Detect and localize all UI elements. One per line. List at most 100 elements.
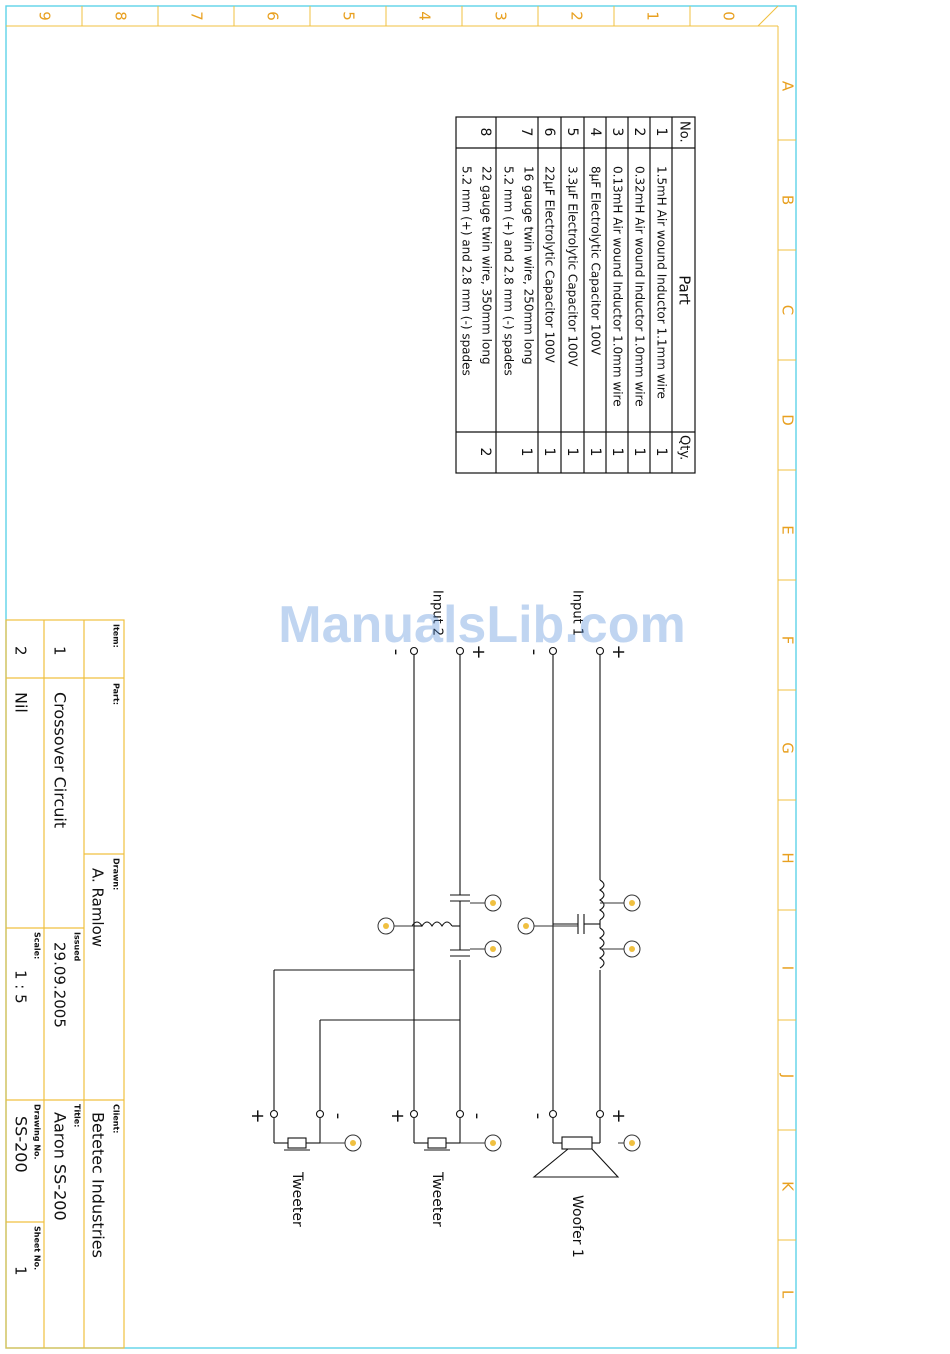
crossover-schematic — [273, 655, 605, 1143]
woofer-symbol — [532, 1136, 620, 1178]
row-part-line2: 5.2 mm (+) and 2.8 mm (-) spades — [502, 166, 516, 376]
zone-number: 7 — [188, 11, 206, 21]
minus-sign: - — [386, 649, 407, 656]
row-2-part: Nil — [12, 692, 31, 713]
callout-icon — [600, 940, 641, 958]
row-qty: 1 — [631, 448, 647, 457]
row-part: 22μF Electrolytic Capacitor 100V — [543, 166, 557, 363]
zone-number: 4 — [416, 11, 434, 21]
zone-number: 0 — [720, 11, 738, 21]
row-qty: 2 — [477, 448, 493, 457]
row-part: 3.3μF Electrolytic Capacitor 100V — [566, 166, 580, 367]
plus-sign: + — [247, 1108, 268, 1123]
zone-letter: D — [779, 414, 797, 426]
zone-letter: C — [779, 305, 797, 315]
zone-number: 5 — [340, 11, 358, 21]
drawn-label: Drawn: — [112, 858, 121, 890]
row-part: 8μF Electrolytic Capacitor 100V — [589, 166, 603, 356]
row-part: 22 gauge twin wire, 350mm long — [480, 166, 494, 365]
row-no: 1 — [653, 128, 669, 137]
minus-sign: - — [528, 1113, 549, 1120]
row-no: 7 — [518, 128, 534, 137]
title-value: Aaron SS-200 — [51, 1112, 70, 1221]
sheet-no-value: 1 — [12, 1266, 30, 1276]
row-no: 2 — [631, 128, 647, 137]
callout-bubbles — [320, 894, 641, 1152]
minus-sign: - — [328, 1113, 349, 1120]
row-part: 0.32mH Air wound Inductor 1.0mm wire — [633, 166, 647, 407]
issued-label: Issued — [73, 932, 82, 962]
drawing-no-label: Drawing No. — [33, 1104, 42, 1160]
zone-number: 9 — [36, 11, 54, 21]
minus-sign: - — [467, 1113, 488, 1120]
callout-icon — [517, 917, 578, 935]
table-row: 1 1.5mH Air wound Inductor 1.1mm wire 1 — [653, 128, 669, 457]
table-row: 8 22 gauge twin wire, 350mm long 5.2 mm … — [460, 128, 494, 457]
row-no: 3 — [609, 128, 625, 137]
minus-sign: - — [524, 649, 545, 656]
zone-number: 1 — [644, 11, 662, 21]
row-part: 0.13mH Air wound Inductor 1.0mm wire — [611, 166, 625, 407]
row-2-item: 2 — [12, 646, 30, 656]
issued-value: 29.09.2005 — [51, 942, 69, 1028]
tweeter-symbol — [414, 1137, 460, 1151]
row-1-item: 1 — [51, 646, 69, 656]
row-qty: 1 — [587, 448, 603, 457]
scale-value: 1 : 5 — [12, 970, 30, 1004]
row-no: 6 — [541, 128, 557, 137]
row-no: 4 — [587, 128, 603, 137]
drawing-no-value: SS-200 — [12, 1116, 31, 1173]
callout-icon — [600, 894, 641, 912]
row-qty: 1 — [541, 448, 557, 457]
zone-letter: J — [779, 1073, 797, 1078]
title-label: Title: — [73, 1104, 82, 1127]
parts-table-rows: 1 1.5mH Air wound Inductor 1.1mm wire 1 … — [460, 128, 670, 457]
zone-letter: A — [779, 81, 797, 92]
row-qty: 1 — [609, 448, 625, 457]
table-row: 3 0.13mH Air wound Inductor 1.0mm wire 1 — [609, 128, 625, 457]
row-part: 1.5mH Air wound Inductor 1.1mm wire — [655, 166, 669, 399]
zone-letter: L — [779, 1290, 797, 1299]
zone-letter: B — [779, 195, 797, 205]
plus-sign: + — [608, 1108, 629, 1123]
callout-icon — [377, 917, 414, 935]
drawn-value: A. Ramlow — [89, 868, 107, 947]
zone-number: 8 — [112, 11, 130, 21]
plus-sign: + — [468, 644, 489, 659]
table-header-qty: Qty. — [677, 435, 692, 460]
row-part-line2: 5.2 mm (+) and 2.8 mm (-) spades — [460, 166, 474, 376]
terminals — [269, 646, 605, 1119]
zone-letter: I — [779, 966, 797, 970]
scale-label: Scale: — [33, 932, 42, 959]
zone-letter: K — [779, 1181, 797, 1192]
zone-number: 3 — [492, 11, 510, 21]
row-1-part: Crossover Circuit — [51, 692, 70, 828]
callout-icon — [470, 940, 502, 958]
watermark: ManualsLib.com — [278, 596, 685, 654]
row-qty: 1 — [518, 448, 534, 457]
callout-icon — [618, 1134, 641, 1152]
part-label: Part: — [112, 683, 121, 705]
table-header-part: Part — [676, 275, 694, 305]
client-label: Client: — [112, 1104, 121, 1134]
callout-icon — [460, 1134, 502, 1152]
item-label: Item: — [112, 624, 121, 648]
table-row: 5 3.3μF Electrolytic Capacitor 100V 1 — [564, 128, 580, 457]
zone-number: 2 — [568, 11, 586, 21]
sheet-no-label: Sheet No. — [33, 1226, 42, 1270]
row-qty: 1 — [653, 448, 669, 457]
input-1-label: Input 1 — [570, 590, 585, 636]
callout-icon — [470, 894, 502, 912]
zone-letter: F — [779, 636, 797, 645]
plus-sign: + — [387, 1108, 408, 1123]
table-row: 7 16 gauge twin wire, 250mm long 5.2 mm … — [502, 128, 536, 457]
tweeter-label: Tweeter — [289, 1171, 305, 1227]
callout-icon — [320, 1134, 362, 1152]
row-no: 8 — [477, 128, 493, 137]
input-2-label: Input 2 — [430, 590, 445, 636]
row-part: 16 gauge twin wire, 250mm long — [522, 166, 536, 365]
woofer-label: Woofer 1 — [569, 1195, 585, 1258]
table-row: 2 0.32mH Air wound Inductor 1.0mm wire 1 — [631, 128, 647, 457]
zone-number: 6 — [264, 11, 282, 21]
